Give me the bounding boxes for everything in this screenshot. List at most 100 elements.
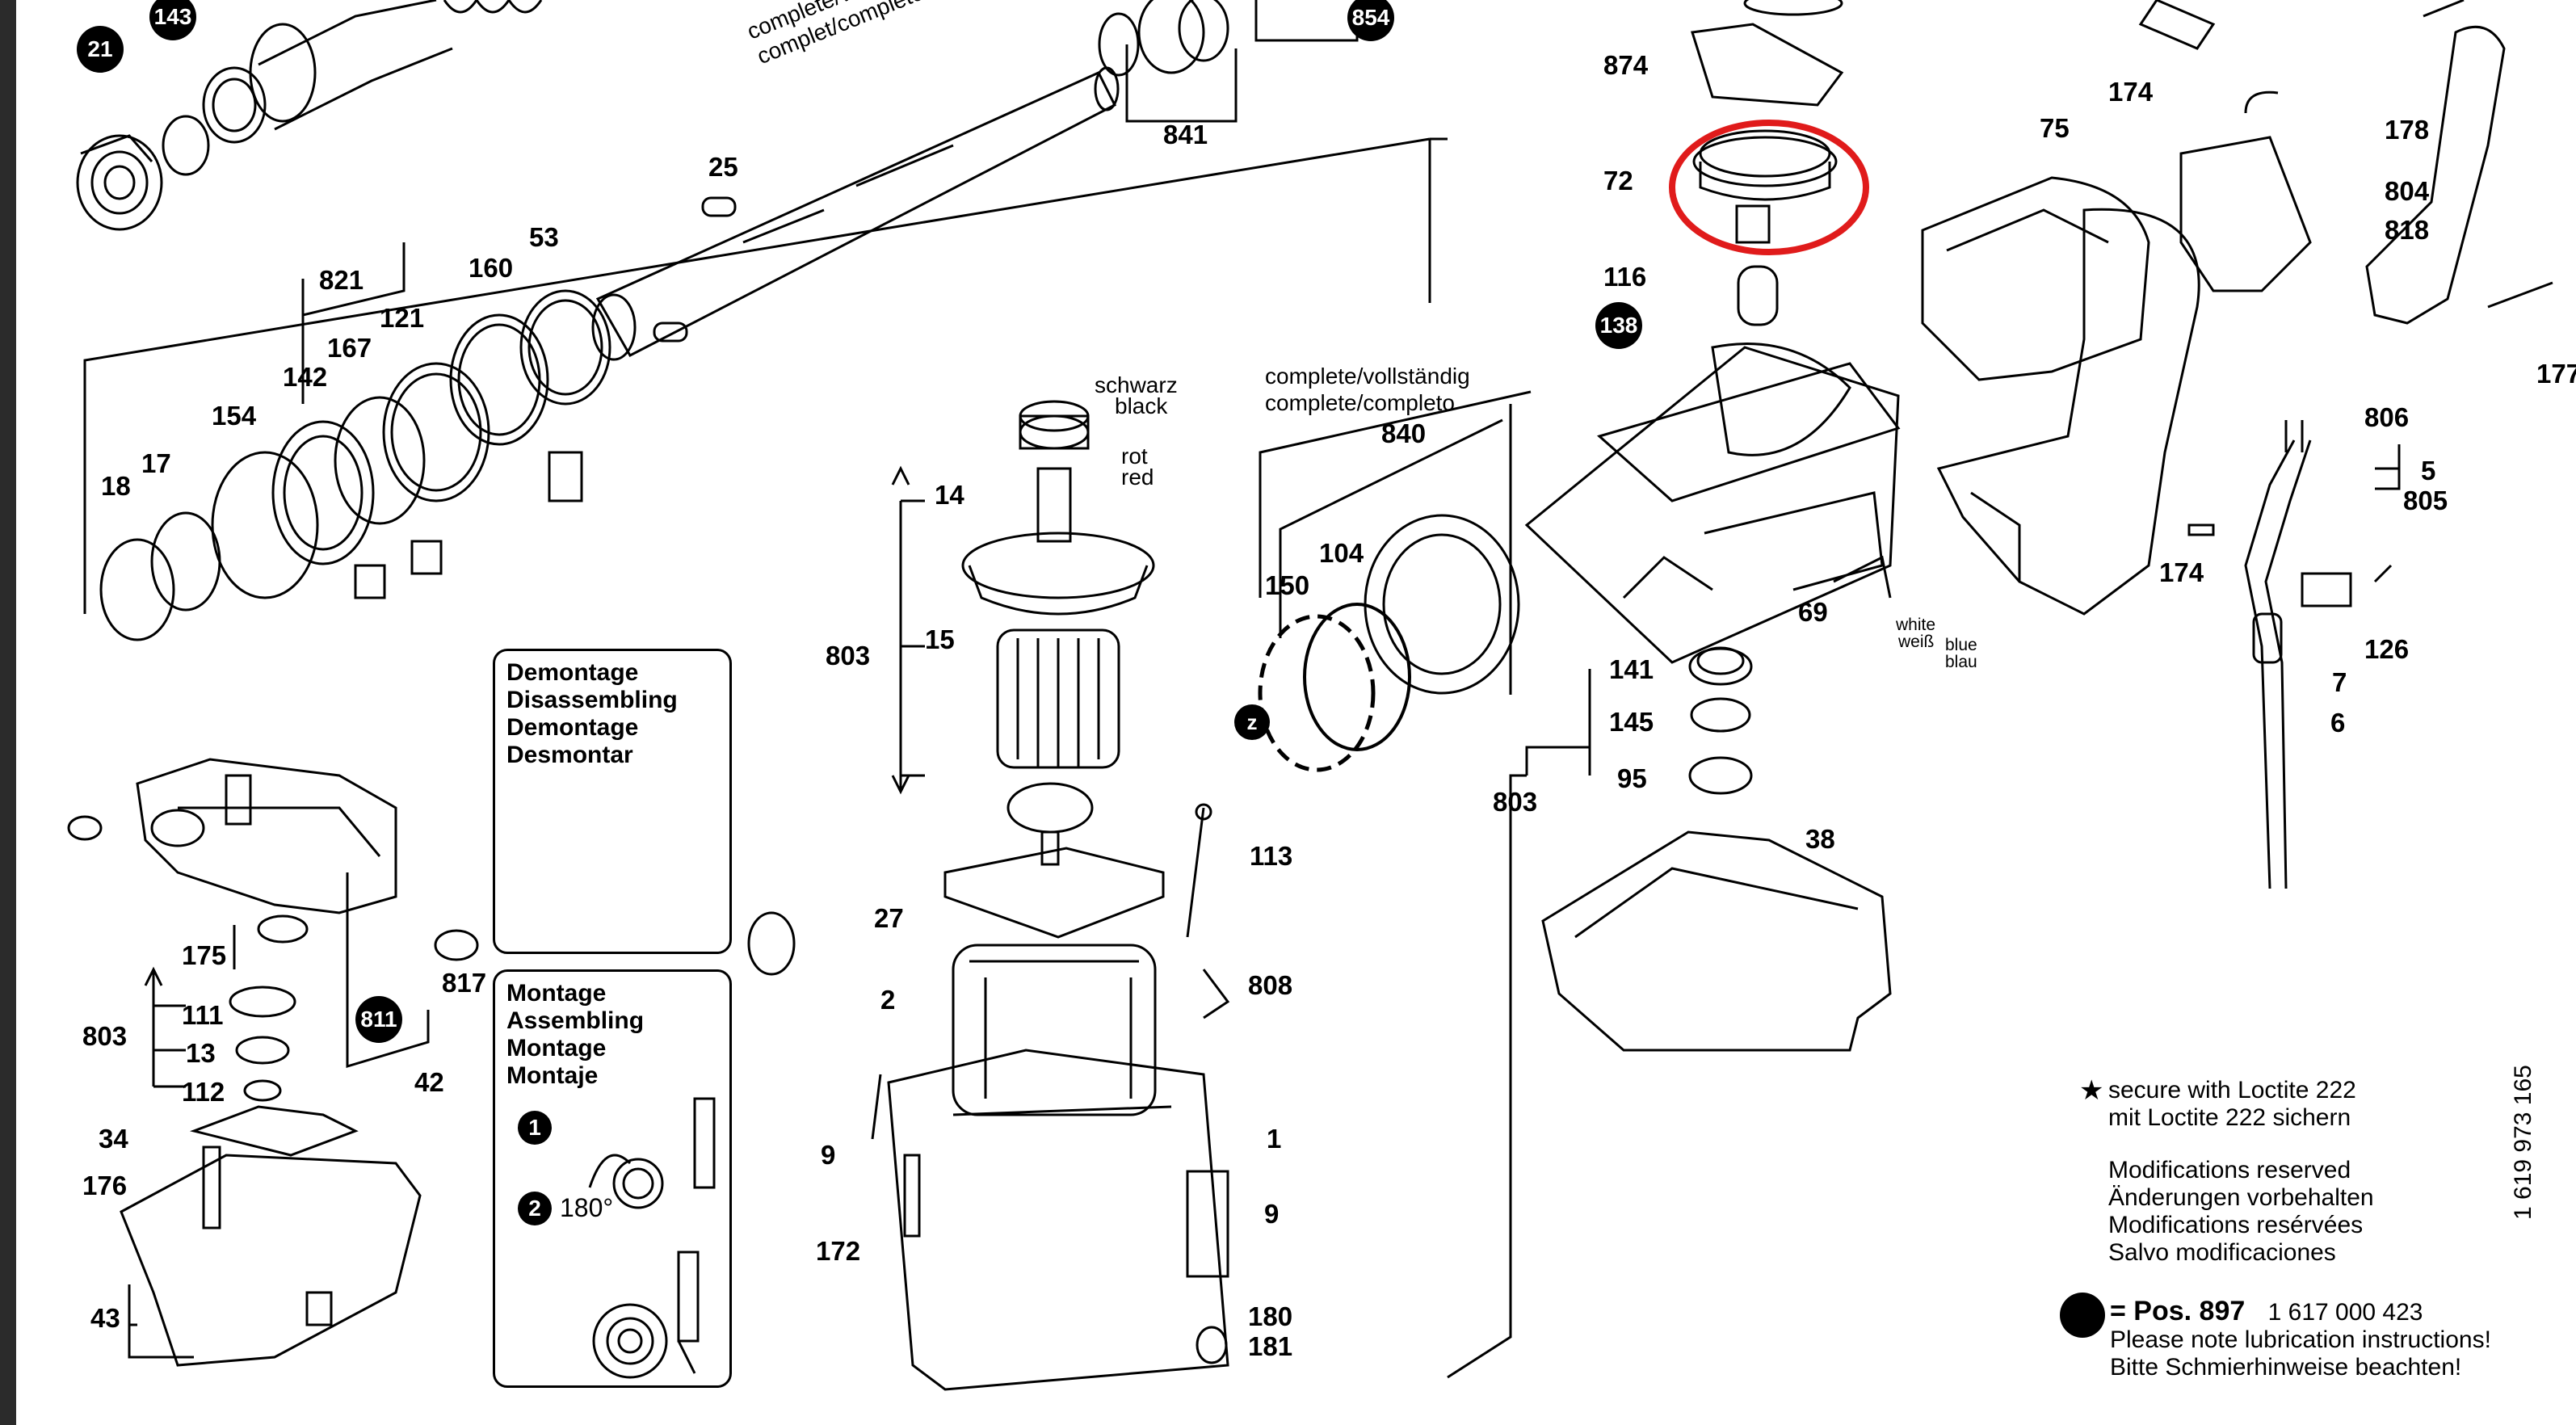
- wire-caption-blue: blue: [1945, 636, 1977, 654]
- part-label-5: 5: [2421, 456, 2436, 486]
- wire-caption-rot: rot: [1121, 443, 1148, 469]
- part-label-803-gear: 803: [1493, 787, 1538, 817]
- part-label-6: 6: [2330, 708, 2346, 738]
- assembly-step-2-badge: 2: [518, 1192, 552, 1225]
- disassembly-instruction-box: Demontage Disassembling Demontage Desmon…: [493, 649, 732, 954]
- assembly-instruction-box: Montage Assembling Montage Montaje 1 2 1…: [493, 969, 732, 1388]
- highlight-circle: [1669, 120, 1869, 255]
- part-label-15: 15: [925, 624, 955, 654]
- part-label-177: 177: [2536, 359, 2576, 389]
- loctite-note: ★ secure with Loctite 222 mit Loctite 22…: [2079, 1077, 2356, 1132]
- assembly-title-de: Montage: [506, 980, 607, 1007]
- exploded-parts-diagram: 21 143 854 138 811 z 841 25 874 72 116 7…: [16, 0, 2576, 1425]
- part-label-175: 175: [182, 940, 227, 970]
- lubrication-dot-icon: [2060, 1293, 2105, 1338]
- part-label-821: 821: [319, 265, 364, 295]
- modifications-de: Änderungen vorbehalten: [2108, 1184, 2374, 1211]
- wire-caption-blau: blau: [1945, 653, 1977, 671]
- document-number: 1 619 973 165: [2510, 1065, 2536, 1220]
- part-label-104: 104: [1319, 538, 1364, 568]
- part-label-160: 160: [469, 253, 514, 283]
- caption-complete-mid-2: complete/completo: [1265, 390, 1456, 415]
- assembly-title-es: Montaje: [506, 1062, 599, 1089]
- disassembly-titles: Demontage Disassembling Demontage Desmon…: [506, 659, 678, 769]
- wire-caption-weiss: weiß: [1898, 633, 1935, 651]
- part-label-116: 116: [1603, 262, 1647, 292]
- lubrication-note: = Pos. 897 1 617 000 423 Please note lub…: [2110, 1297, 2491, 1381]
- part-label-141: 141: [1609, 654, 1654, 684]
- part-label-18: 18: [101, 471, 131, 501]
- part-label-112: 112: [182, 1077, 225, 1107]
- part-label-2: 2: [880, 985, 896, 1015]
- part-label-142: 142: [283, 362, 328, 392]
- part-label-803-armature: 803: [826, 641, 871, 670]
- part-label-804: 804: [2385, 176, 2430, 206]
- part-label-874: 874: [1603, 50, 1649, 80]
- part-label-113: 113: [1250, 841, 1293, 871]
- part-label-17: 17: [141, 448, 171, 478]
- disassembly-title-fr: Demontage: [506, 714, 639, 741]
- disassembly-title-en-de: Demontage: [506, 659, 639, 686]
- part-label-25: 25: [708, 152, 738, 182]
- caption-complete-mid-1: complete/vollständig: [1265, 364, 1470, 389]
- disassembly-title-es: Desmontar: [506, 742, 633, 768]
- part-label-167: 167: [327, 333, 372, 363]
- part-label-38: 38: [1805, 824, 1835, 854]
- modifications-note: Modifications reserved Änderungen vorbeh…: [2108, 1157, 2374, 1267]
- part-dot-138: 138: [1595, 302, 1642, 349]
- lubrication-part-number: 1 617 000 423: [2267, 1299, 2423, 1326]
- part-label-27: 27: [874, 903, 904, 933]
- part-label-841: 841: [1163, 120, 1208, 149]
- star-icon: ★: [2079, 1075, 2104, 1106]
- part-label-126: 126: [2364, 634, 2410, 664]
- part-label-13: 13: [186, 1038, 216, 1068]
- part-label-9-left: 9: [821, 1140, 836, 1170]
- part-label-806: 806: [2364, 402, 2410, 432]
- part-label-42: 42: [414, 1067, 444, 1097]
- part-dot-811: 811: [355, 996, 402, 1043]
- part-label-7: 7: [2332, 667, 2347, 697]
- highlight-layer: [1669, 120, 1869, 255]
- disassembly-title-en: Disassembling: [506, 687, 678, 713]
- loctite-note-de: mit Loctite 222 sichern: [2108, 1104, 2351, 1131]
- modifications-es: Salvo modificaciones: [2108, 1239, 2336, 1266]
- part-label-111: 111: [182, 1000, 224, 1030]
- part-label-34: 34: [99, 1124, 128, 1154]
- part-dot-143: 143: [149, 0, 196, 40]
- loctite-note-en: secure with Loctite 222: [2108, 1077, 2356, 1103]
- part-label-818: 818: [2385, 215, 2430, 245]
- part-label-95: 95: [1617, 763, 1647, 793]
- part-label-72: 72: [1603, 166, 1633, 195]
- part-label-805: 805: [2403, 486, 2448, 515]
- part-label-172: 172: [816, 1236, 861, 1266]
- wire-caption-white: white: [1896, 616, 1936, 634]
- lubrication-note-de: Bitte Schmierhinweise beachten!: [2110, 1354, 2462, 1381]
- lubrication-position-line: = Pos. 897 1 617 000 423: [2110, 1297, 2491, 1326]
- part-label-840: 840: [1381, 418, 1427, 448]
- part-label-181: 181: [1248, 1331, 1293, 1361]
- part-label-174-lower: 174: [2159, 557, 2204, 587]
- assembly-rotation-angle: 180°: [560, 1193, 614, 1222]
- part-label-808: 808: [1248, 970, 1293, 1000]
- wire-caption-red: red: [1121, 464, 1154, 490]
- diagram-artwork: [67, 0, 2553, 1391]
- part-label-178: 178: [2385, 115, 2430, 145]
- assembly-title-fr: Montage: [506, 1035, 607, 1061]
- part-label-176: 176: [82, 1171, 128, 1200]
- part-dot-z: z: [1234, 704, 1270, 740]
- part-label-43: 43: [90, 1303, 120, 1333]
- lubrication-position-label: = Pos. 897: [2110, 1296, 2246, 1326]
- part-label-817: 817: [442, 968, 487, 998]
- assembly-title-en: Assembling: [506, 1007, 645, 1034]
- part-label-150: 150: [1265, 570, 1310, 600]
- part-dot-854: 854: [1347, 0, 1394, 41]
- part-label-174-top: 174: [2108, 77, 2154, 107]
- part-dot-21: 21: [77, 26, 124, 73]
- assembly-step-1-badge: 1: [518, 1111, 552, 1145]
- part-label-53: 53: [529, 222, 559, 252]
- wire-caption-schwarz: schwarz: [1095, 372, 1178, 397]
- part-label-9-right: 9: [1264, 1199, 1280, 1229]
- part-label-803-brush: 803: [82, 1021, 128, 1051]
- part-label-1: 1: [1267, 1124, 1282, 1154]
- part-label-69: 69: [1798, 597, 1828, 627]
